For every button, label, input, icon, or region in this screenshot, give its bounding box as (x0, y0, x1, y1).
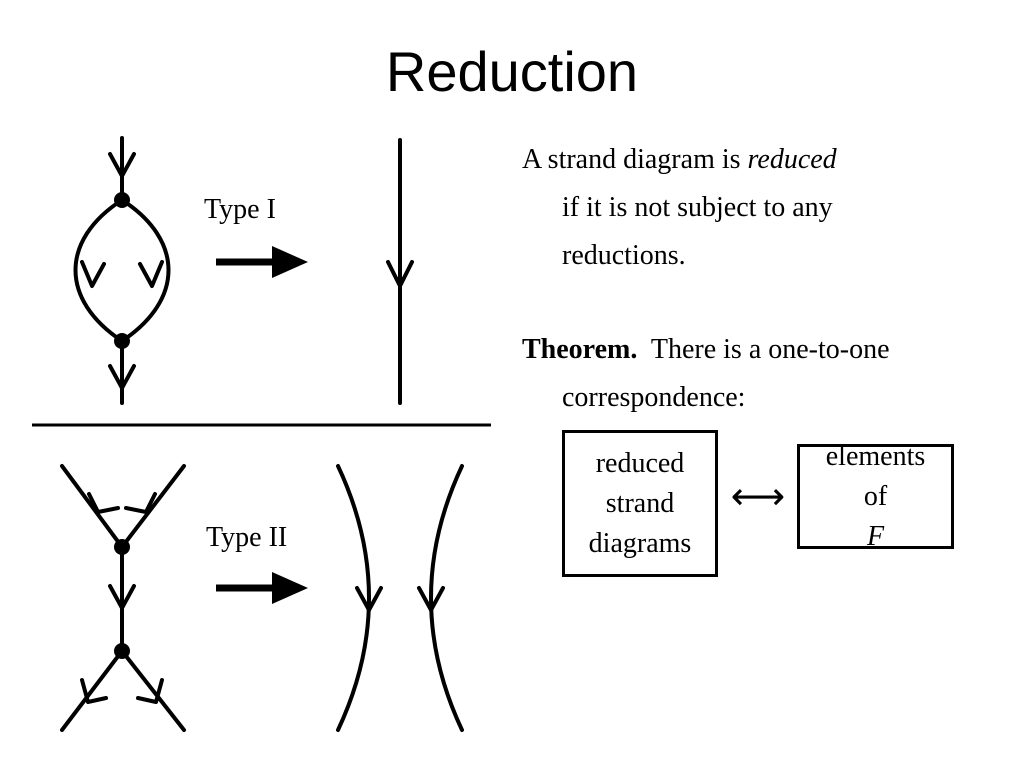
strand-arrow-icon (108, 364, 136, 390)
reduced-term: reduced (747, 144, 837, 175)
strand (60, 464, 124, 549)
theorem-text: There is a one-to-one (650, 334, 890, 365)
definition-line-1: A strand diagram is reduced (522, 144, 837, 175)
definition-prefix: A strand diagram is (522, 144, 748, 175)
strand-arrow-icon (80, 260, 106, 288)
strand (120, 198, 171, 343)
strand (336, 464, 371, 732)
merge-vertex (114, 539, 130, 555)
split-vertex (114, 643, 130, 659)
type1-after-diagram (386, 138, 414, 405)
theorem-line-2: correspondence: (562, 382, 746, 413)
box-line: strand (605, 487, 675, 519)
merge-vertex (114, 333, 130, 349)
type2-label: Type II (206, 522, 287, 553)
theorem-paragraph: Theorem. There is a one-to-one correspon… (522, 326, 1012, 422)
strand (120, 649, 186, 732)
box-line: diagrams (588, 527, 692, 559)
group-f-symbol: F (866, 520, 885, 552)
type1-reduction-arrow-icon (216, 246, 308, 278)
type2-reduction-arrow-icon (216, 572, 308, 604)
bijection-arrow-icon: ⟷ (730, 474, 786, 518)
theorem-line-1: Theorem. There is a one-to-one (522, 334, 890, 365)
theorem-label: Theorem. (522, 334, 638, 365)
box-line: reduced (595, 447, 685, 479)
definition-line-3: reductions. (562, 240, 686, 271)
strand-arrow-icon (108, 152, 136, 178)
elements-of-f-box: elements of F (797, 441, 954, 552)
type1-label: Type I (204, 194, 276, 225)
strand-arrow-icon (355, 586, 383, 612)
strand (120, 464, 186, 549)
slide-title: Reduction (385, 40, 639, 103)
strand (429, 464, 464, 732)
strand-arrow-icon (80, 678, 108, 704)
box-line: elements (825, 440, 926, 472)
type2-before-diagram (60, 464, 186, 732)
strand-arrow-icon (124, 492, 157, 514)
type2-after-diagram (336, 464, 464, 732)
strand-arrow-icon (386, 260, 414, 288)
reduced-strand-diagrams-box: reduced strand diagrams (562, 430, 718, 577)
split-vertex (114, 192, 130, 208)
definition-paragraph: A strand diagram is reduced if it is not… (522, 136, 1012, 280)
strand-arrow-icon (87, 492, 120, 514)
definition-line-2: if it is not subject to any (562, 192, 833, 223)
box-line: of F (863, 480, 888, 552)
type1-before-diagram (73, 136, 171, 405)
strand-arrow-icon (108, 584, 136, 610)
strand (60, 649, 124, 732)
strand-arrow-icon (136, 678, 164, 704)
strand (73, 198, 124, 343)
strand-arrow-icon (138, 260, 164, 288)
strand-arrow-icon (417, 586, 445, 612)
